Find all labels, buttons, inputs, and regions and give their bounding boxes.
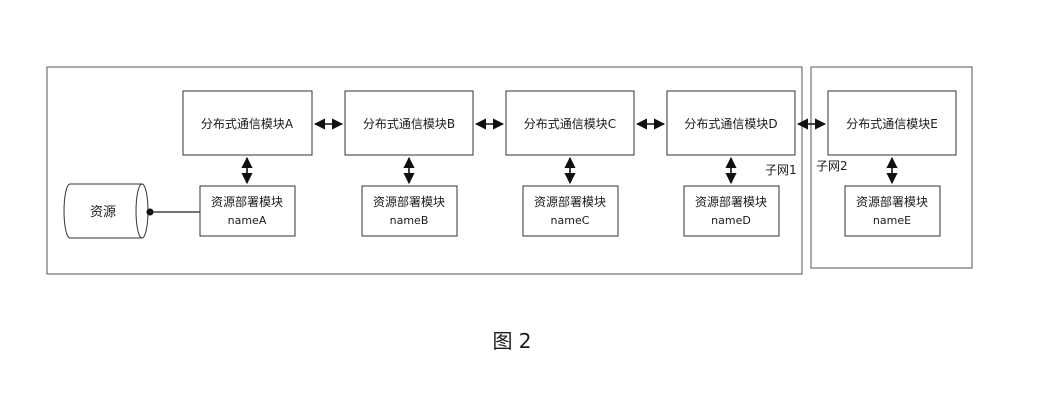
subnet-1-boundary <box>46 66 803 275</box>
subnet-1-label: 子网1 <box>765 163 797 177</box>
deploy-module-d <box>683 185 780 237</box>
deploy-module-a-name: nameA <box>228 214 267 227</box>
subnet-2-boundary <box>810 66 973 269</box>
figure-caption: 图 2 <box>492 329 531 353</box>
comm-module-b-label: 分布式通信模块B <box>363 117 455 131</box>
comm-module-a-label: 分布式通信模块A <box>201 117 294 131</box>
deploy-module-c-label: 资源部署模块 <box>534 194 606 209</box>
deploy-module-e-name: nameE <box>873 214 911 227</box>
resource-cylinder: 资源 <box>63 183 149 239</box>
subnet-2-label: 子网2 <box>816 159 848 173</box>
deploy-module-a <box>199 185 296 237</box>
comm-module-c <box>505 90 635 156</box>
deploy-module-e <box>844 185 941 237</box>
comm-module-e-label: 分布式通信模块E <box>846 117 938 131</box>
deploy-module-d-label: 资源部署模块 <box>695 194 767 209</box>
comm-module-d <box>666 90 796 156</box>
comm-module-d-label: 分布式通信模块D <box>684 117 777 131</box>
comm-module-a <box>182 90 313 156</box>
deploy-module-e-label: 资源部署模块 <box>856 194 928 209</box>
deploy-module-a-label: 资源部署模块 <box>211 194 283 209</box>
comm-module-c-label: 分布式通信模块C <box>524 117 616 131</box>
deploy-module-c <box>522 185 619 237</box>
comm-module-e <box>827 90 957 156</box>
comm-module-b <box>344 90 474 156</box>
deploy-module-d-name: nameD <box>711 214 751 227</box>
resource-label: 资源 <box>90 205 116 220</box>
deploy-module-c-name: nameC <box>551 214 590 227</box>
deploy-module-b <box>361 185 458 237</box>
deploy-module-b-label: 资源部署模块 <box>373 194 445 209</box>
deploy-module-b-name: nameB <box>390 214 429 227</box>
